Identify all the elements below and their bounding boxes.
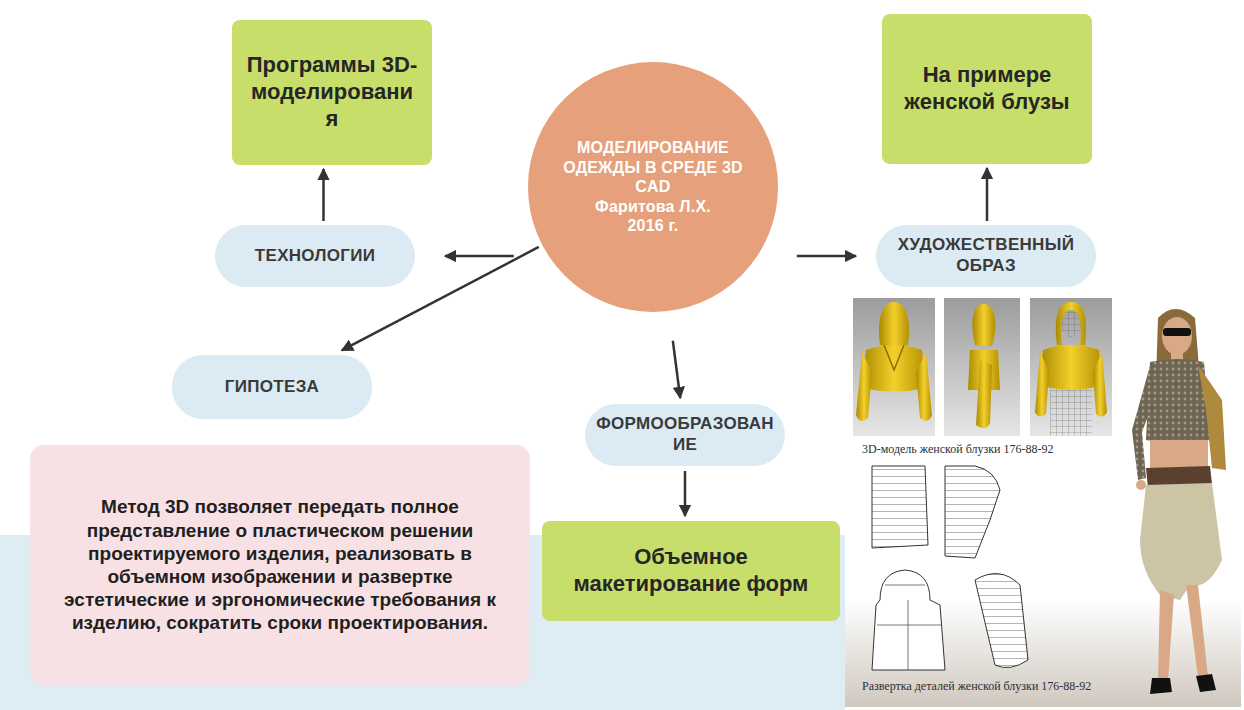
node-text: Фаритова Л.Х.: [558, 197, 748, 217]
arrow-connector: [445, 255, 514, 258]
node-text: ГИПОТЕЗА: [182, 377, 362, 398]
neckline: [884, 345, 904, 370]
blouse-body: [862, 345, 926, 392]
render-frame: [944, 298, 1020, 436]
node-text: ТЕХНОЛОГИИ: [225, 246, 405, 267]
arrow-connector: [986, 168, 989, 221]
figure-sunglasses: [1163, 328, 1191, 336]
figure-leg: [1158, 590, 1174, 680]
blouse-body: [1040, 345, 1102, 390]
node-text: На примере женской блузы: [896, 62, 1078, 116]
pattern-piece: [872, 570, 945, 670]
figure-skirt: [1140, 483, 1222, 600]
blouse-sleeve: [916, 352, 932, 421]
node-text: МОДЕЛИРОВАНИЕ ОДЕЖДЫ В СРЕДЕ 3D CAD: [558, 138, 748, 197]
pattern-piece: [945, 466, 1000, 558]
process-box: Объемное макетирование форм: [542, 521, 840, 621]
illustration-panel: [845, 295, 1241, 707]
arrow-connector: [322, 169, 325, 221]
pattern-guide: [877, 585, 942, 670]
node-text: Метод 3D позволяет передать полное предс…: [46, 495, 514, 634]
figure-face: [1162, 317, 1192, 355]
arrow-connector: [673, 341, 680, 398]
node-text: ХУДОЖЕСТВЕННЫЙ ОБРАЗ: [886, 235, 1086, 276]
topic-pill: ГИПОТЕЗА: [172, 355, 372, 419]
process-box: На примере женской блузы: [882, 14, 1092, 164]
mannequin-grid: [1050, 385, 1092, 436]
figure-caption: Развертка деталей женской блузки 176-88-…: [862, 679, 1091, 693]
figure-hand: [1136, 480, 1146, 490]
figure-shoe: [1150, 678, 1172, 694]
hypothesis-box: Метод 3D позволяет передать полное предс…: [30, 445, 530, 685]
process-box: Программы 3D-моделирования: [232, 20, 432, 165]
figure-shoe: [1196, 674, 1216, 692]
node-text: ФОРМООБРАЗОВАНИЕ: [595, 414, 775, 455]
blouse-hood: [879, 302, 909, 345]
blouse-sleeve: [976, 360, 992, 428]
blouse-sleeve: [856, 352, 872, 421]
figure-waist: [1150, 440, 1208, 470]
pattern-piece: [872, 466, 928, 548]
arrow-connector: [797, 255, 856, 258]
node-text: Программы 3D-моделирования: [246, 52, 418, 132]
center-circle: МОДЕЛИРОВАНИЕ ОДЕЖДЫ В СРЕДЕ 3D CADФарит…: [528, 62, 778, 312]
circle-fill: [528, 62, 778, 312]
blouse-sleeve: [1093, 352, 1107, 417]
node-text: 2016 г.: [558, 216, 748, 236]
node-text: Объемное макетирование форм: [556, 544, 826, 598]
render-frame: [853, 298, 935, 436]
figure-leg: [1186, 585, 1208, 678]
blouse-hood: [1056, 302, 1086, 345]
blouse-sleeve: [1035, 352, 1049, 417]
arrow-connector: [684, 471, 687, 516]
render-frame: [1030, 298, 1112, 436]
topic-pill: ХУДОЖЕСТВЕННЫЙ ОБРАЗ: [876, 225, 1096, 287]
topic-pill: ФОРМООБРАЗОВАНИЕ: [585, 404, 785, 466]
topic-pill: ТЕХНОЛОГИИ: [215, 225, 415, 287]
pattern-piece: [975, 574, 1028, 668]
blouse-hood: [972, 304, 995, 346]
figure-caption: 3D-модель женской блузки 176-88-92: [862, 442, 1053, 456]
